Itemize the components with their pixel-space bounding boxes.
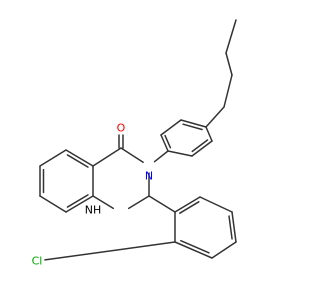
atom-label-oxygen: O xyxy=(117,122,126,135)
bond-c8-c8a xyxy=(65,195,94,213)
bond-layer xyxy=(39,19,237,261)
bond-pa5-pa6 xyxy=(191,140,213,157)
atom-label-layer: O N NH Cl xyxy=(32,122,153,268)
bond-pb4-pb5 xyxy=(211,241,237,259)
bond-c7-c8 xyxy=(39,195,67,213)
bond-pa2-pa3 xyxy=(160,119,182,136)
bond-c4a-c5-inner xyxy=(66,154,89,168)
bond-pa1-pa2 xyxy=(160,134,169,152)
bond-pb3-pb4 xyxy=(231,211,237,243)
bond-butyl-2 xyxy=(223,74,233,108)
bond-pa3-pa4-inner xyxy=(182,123,203,131)
bond-c5-c6 xyxy=(39,149,67,167)
bond-c4a-c5 xyxy=(65,149,94,167)
structure-canvas: O N NH Cl xyxy=(31,19,237,268)
bond-pa4-pa5 xyxy=(205,126,213,142)
bond-n1-c8a xyxy=(92,195,115,210)
bond-pa5-pa6-inner xyxy=(191,139,209,153)
bond-pb1-pb2 xyxy=(174,196,201,213)
bond-butyl-1 xyxy=(205,106,225,128)
atom-label-chlorine: Cl xyxy=(32,255,43,268)
bond-pa6-pa1 xyxy=(167,150,193,157)
bond-c4a-c4 xyxy=(92,147,122,167)
bond-c8-c8a-inner xyxy=(66,194,89,208)
bond-butyl-3 xyxy=(225,52,233,76)
bond-pb5-pb6 xyxy=(174,241,213,259)
bond-c2-n1 xyxy=(127,195,150,210)
bond-pb5-pb6-inner xyxy=(180,239,210,254)
atom-label-nitrogen-1: NH xyxy=(85,204,102,217)
bond-c2-aryl xyxy=(148,195,176,213)
bond-c-cl xyxy=(44,241,176,261)
molecule-structure: O N NH Cl xyxy=(32,19,237,268)
bond-pb3-pb4-inner xyxy=(228,215,233,240)
bond-pb1-pb2-inner xyxy=(179,201,200,214)
bond-pb2-pb3 xyxy=(199,196,233,213)
bond-c4-n3 xyxy=(120,147,144,163)
bond-butyl-4 xyxy=(225,19,237,54)
bond-n3-aryl xyxy=(153,150,169,163)
bond-pa1-pa2-inner xyxy=(164,134,172,149)
atom-label-nitrogen-3: N xyxy=(145,170,153,183)
bond-pa3-pa4 xyxy=(180,119,207,128)
